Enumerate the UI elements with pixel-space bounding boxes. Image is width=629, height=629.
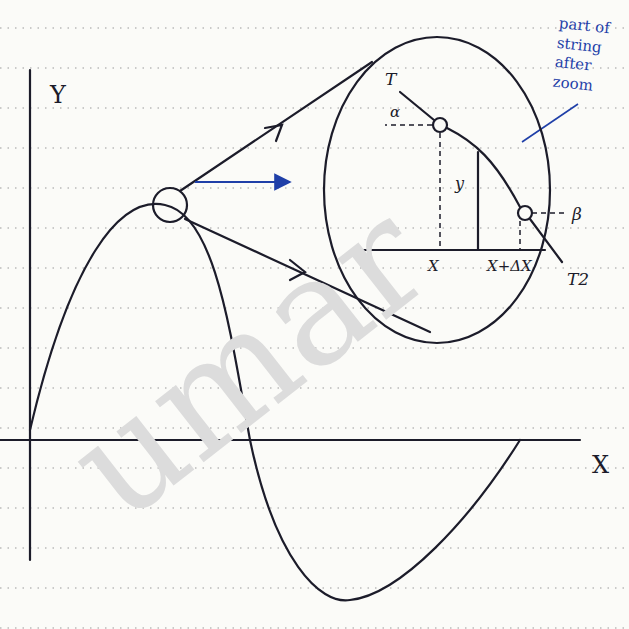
- chevron: [265, 125, 282, 141]
- handwritten-note: part of string after zoom: [552, 14, 624, 98]
- tension-line: [400, 92, 434, 120]
- symbol-label: y: [455, 175, 464, 193]
- projection-line: [519, 221, 521, 250]
- axis-label: Y: [50, 82, 66, 108]
- projection-line: [439, 133, 441, 250]
- note-leader: [522, 104, 578, 142]
- symbol-label: T: [385, 70, 396, 89]
- string-point: [518, 206, 532, 220]
- zoom-line: [180, 62, 372, 191]
- zoom-arrow: [195, 181, 290, 183]
- symbol-label: T2: [567, 270, 589, 289]
- symbol-label: β: [572, 205, 582, 224]
- y-axis: [29, 70, 31, 560]
- zoom-region: Tα yX X+ΔX βT2: [322, 35, 593, 345]
- symbol-label: X+ΔX: [487, 258, 532, 275]
- reference-line: [385, 124, 432, 126]
- axis-label: X: [592, 452, 609, 478]
- string-segment: [447, 128, 520, 207]
- symbol-label: X: [428, 258, 439, 275]
- string-point: [433, 118, 447, 132]
- symbol-label: α: [390, 104, 400, 121]
- zoom-ellipse: [324, 37, 550, 343]
- displacement-line: [477, 152, 479, 250]
- zoom-spot: [153, 188, 187, 222]
